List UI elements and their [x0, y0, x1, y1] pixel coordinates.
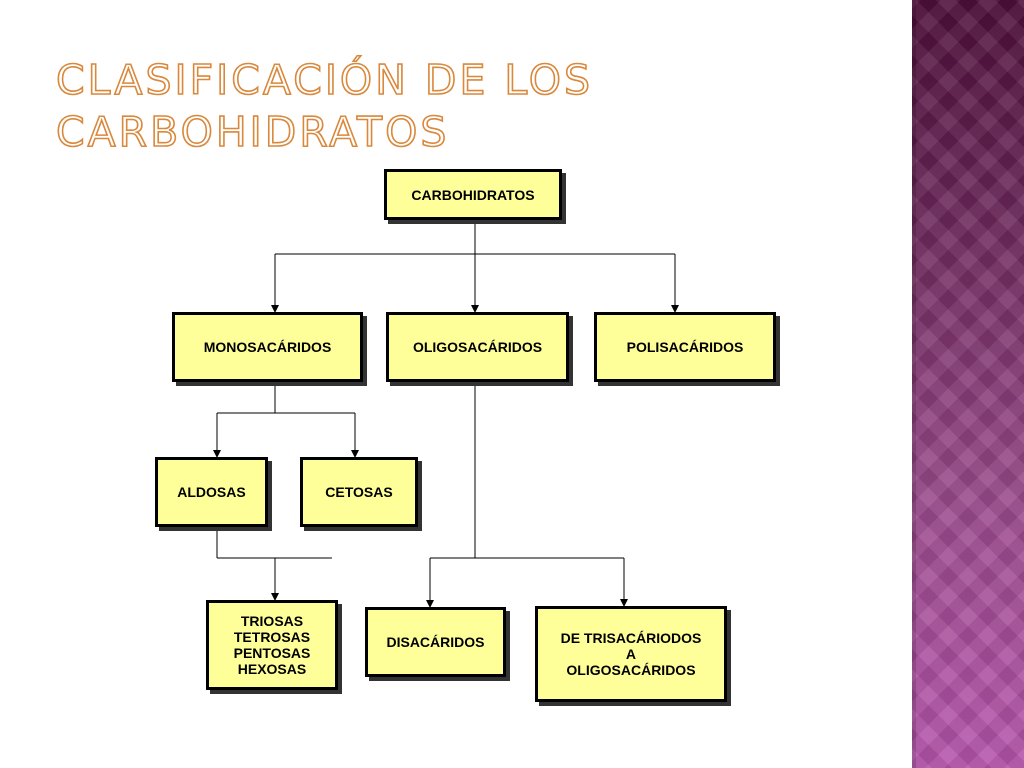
node-polisacaridos: POLISACÁRIDOS: [594, 312, 776, 382]
node-trisacaridos-line-3: OLIGOSACÁRIDOS: [566, 662, 696, 678]
slide-title-line-1: Clasificación de los: [55, 55, 594, 105]
node-cetosas: CETOSAS: [300, 457, 418, 527]
node-oligosacaridos: OLIGOSACÁRIDOS: [386, 312, 569, 382]
node-pentosas-line: PENTOSAS: [233, 645, 311, 661]
node-monosacaridos-label: MONOSACÁRIDOS: [203, 339, 332, 355]
node-trisacaridos-oligosacaridos: DE TRISACÁRIODOS A OLIGOSACÁRIDOS: [535, 606, 727, 702]
node-carbohidratos: CARBOHIDRATOS: [384, 169, 562, 220]
node-aldosas-label: ALDOSAS: [177, 484, 246, 500]
slide-title-line-2: carbohidratos: [55, 107, 450, 157]
node-triosas-hexosas: TRIOSAS TETROSAS PENTOSAS HEXOSAS: [206, 600, 338, 690]
node-triosas-hexosas-lines: TRIOSAS TETROSAS PENTOSAS HEXOSAS: [234, 613, 311, 677]
decorative-side-band: [912, 0, 1024, 768]
node-trisacaridos-lines: DE TRISACÁRIODOS A OLIGOSACÁRIDOS: [561, 630, 702, 678]
node-triosas-line: TRIOSAS: [240, 613, 304, 629]
node-monosacaridos: MONOSACÁRIDOS: [172, 312, 363, 382]
slide-title: Clasificación de los carbohidratos: [55, 54, 616, 158]
side-band-edge: [912, 0, 916, 768]
node-aldosas: ALDOSAS: [155, 457, 268, 527]
node-polisacaridos-label: POLISACÁRIDOS: [626, 339, 744, 355]
node-disacaridos: DISACÁRIDOS: [365, 607, 506, 677]
node-oligosacaridos-label: OLIGOSACÁRIDOS: [412, 339, 543, 355]
node-hexosas-line: HEXOSAS: [237, 661, 307, 677]
node-tetrosas-line: TETROSAS: [233, 629, 311, 645]
diagram-connectors: [213, 220, 679, 608]
node-trisacaridos-line-1: DE TRISACÁRIODOS: [560, 630, 702, 646]
node-cetosas-label: CETOSAS: [325, 484, 393, 500]
node-disacaridos-label: DISACÁRIDOS: [386, 634, 485, 650]
node-trisacaridos-line-2: A: [625, 646, 637, 662]
node-carbohidratos-label: CARBOHIDRATOS: [411, 186, 535, 203]
